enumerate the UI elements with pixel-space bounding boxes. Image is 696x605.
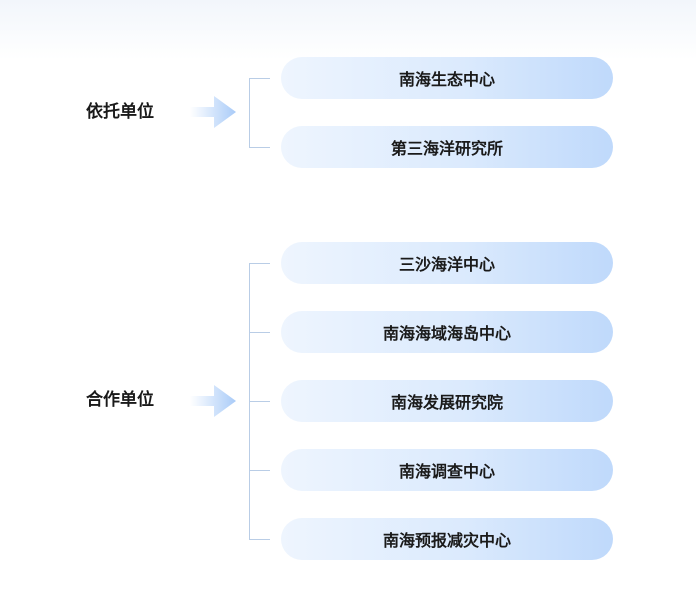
arrow-right-icon bbox=[190, 385, 236, 417]
unit-item-nanhai-development-institute: 南海发展研究院 bbox=[281, 380, 613, 422]
group-label-supporting: 依托单位 bbox=[86, 102, 154, 122]
arrow-right-icon bbox=[190, 96, 236, 128]
connector-tick bbox=[249, 263, 270, 264]
connector-tick bbox=[249, 401, 270, 402]
unit-item-sansha-ocean-center: 三沙海洋中心 bbox=[281, 242, 613, 284]
unit-item-nanhai-forecast-disaster-center: 南海预报减灾中心 bbox=[281, 518, 613, 560]
connector-tick bbox=[249, 78, 270, 79]
connector-tick bbox=[249, 539, 270, 540]
connector-tick bbox=[249, 470, 270, 471]
unit-item-nanhai-ecology-center: 南海生态中心 bbox=[281, 57, 613, 99]
group-label-cooperating: 合作单位 bbox=[86, 390, 154, 410]
connector-tick bbox=[249, 147, 270, 148]
unit-item-nanhai-survey-center: 南海调查中心 bbox=[281, 449, 613, 491]
bracket-line bbox=[249, 78, 270, 147]
connector-tick bbox=[249, 332, 270, 333]
unit-item-third-institute-oceanography: 第三海洋研究所 bbox=[281, 126, 613, 168]
unit-item-nanhai-sea-island-center: 南海海域海岛中心 bbox=[281, 311, 613, 353]
